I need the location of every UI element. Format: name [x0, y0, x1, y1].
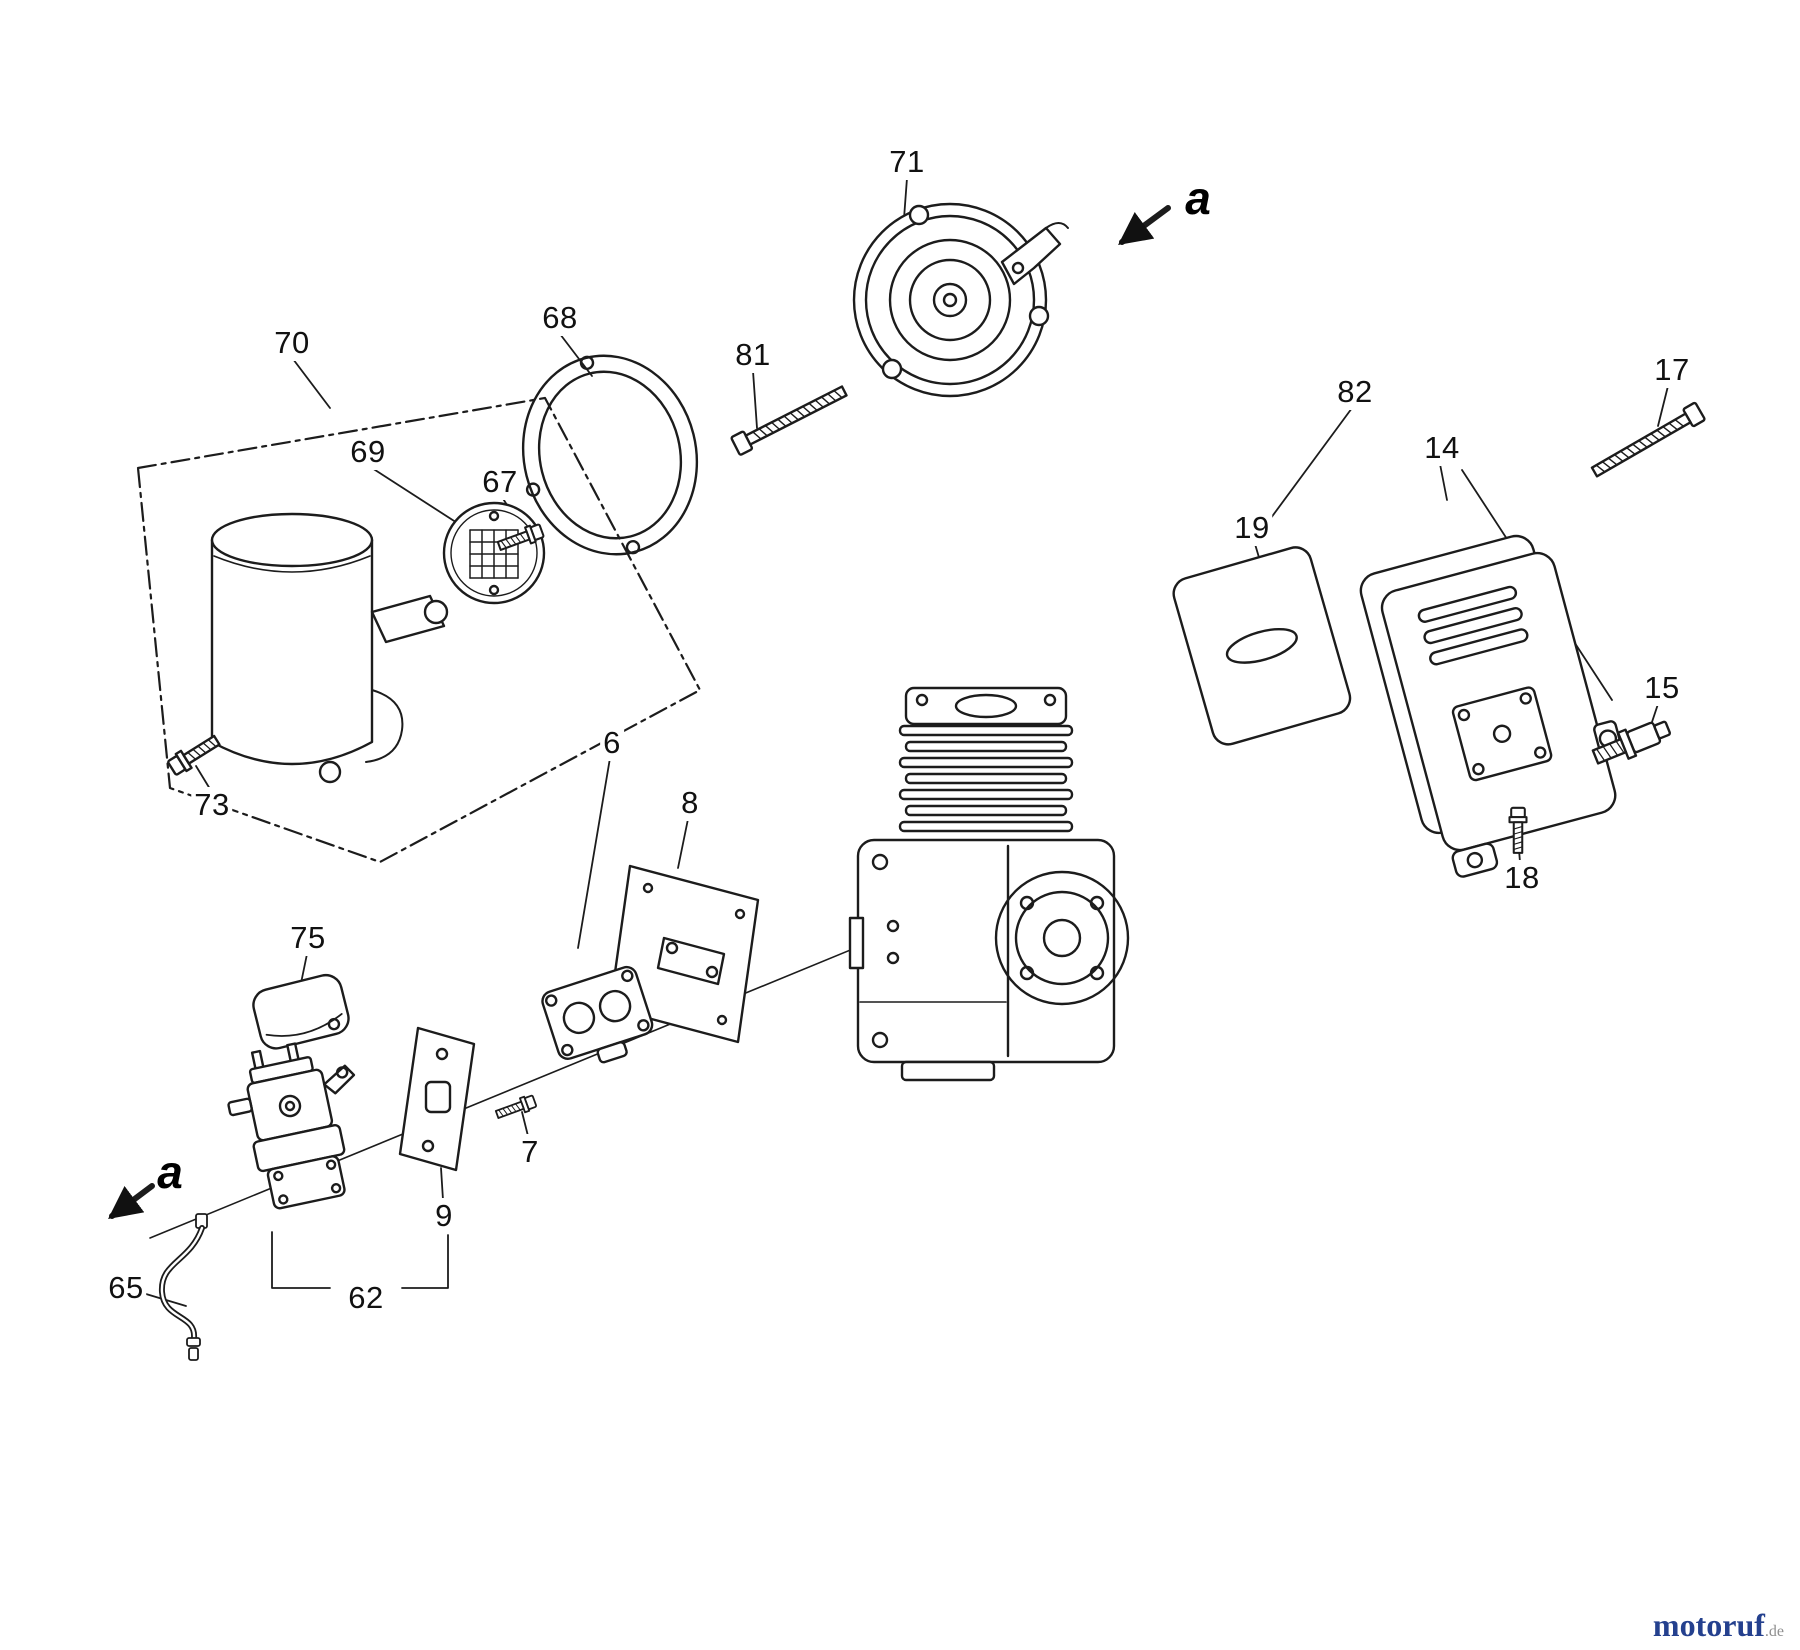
watermark-tld[interactable]: .de [1764, 1623, 1784, 1640]
part-label-6: 6 [600, 725, 624, 761]
part-label-17: 17 [1651, 352, 1693, 388]
screen-plate [442, 501, 546, 605]
group-boundary-70 [136, 396, 702, 864]
gasket-plate-8 [608, 864, 760, 1044]
part-label-75: 75 [287, 920, 329, 956]
part-label-65: 65 [105, 1270, 147, 1306]
watermark-text[interactable]: motoruf [1652, 1607, 1765, 1643]
part-label-82: 82 [1334, 374, 1376, 410]
arrow-a-bottom-icon [108, 1183, 155, 1219]
part-label-73: 73 [191, 787, 233, 823]
arrow-a-top-icon [1118, 205, 1171, 245]
air-cleaner-cover [252, 973, 350, 1050]
recoil-starter-pulley [852, 202, 1069, 398]
muffler [1359, 534, 1623, 878]
part-label-15: 15 [1641, 670, 1683, 706]
part-label-19: 19 [1231, 510, 1273, 546]
bolt-81 [729, 380, 850, 457]
part-label-70: 70 [271, 325, 313, 361]
part-label-62: 62 [345, 1280, 387, 1316]
part-label-18: 18 [1501, 860, 1543, 896]
part-label-71: 71 [886, 144, 928, 180]
carburetor [227, 1042, 356, 1210]
part-label-68: 68 [539, 300, 581, 336]
screw-7 [493, 1092, 538, 1123]
part-label-9: 9 [432, 1198, 456, 1234]
part-label-8: 8 [678, 785, 702, 821]
starter-gasket-ring [521, 354, 699, 556]
part-label-81: 81 [732, 337, 774, 373]
engine-cylinder-assembly [848, 686, 1130, 1082]
watermark[interactable]: motoruf.de [1653, 1607, 1784, 1644]
bolt-17 [1588, 401, 1707, 482]
part-label-69: 69 [347, 434, 389, 470]
part-label-67: 67 [479, 464, 521, 500]
muffler-gasket [1172, 546, 1352, 746]
screw-73 [165, 730, 224, 779]
carburetor-gasket [398, 1026, 476, 1172]
air-cleaner-case [210, 512, 449, 784]
plug-15 [1591, 720, 1672, 765]
intake-flange [541, 965, 654, 1064]
arrow-label-a-top: a [1185, 172, 1211, 224]
direction-arrows [108, 205, 1171, 1219]
arrow-label-a-bottom: a [157, 1146, 183, 1198]
part-label-14: 14 [1421, 430, 1463, 466]
part-label-7: 7 [518, 1134, 542, 1170]
fuel-line [158, 1213, 208, 1361]
